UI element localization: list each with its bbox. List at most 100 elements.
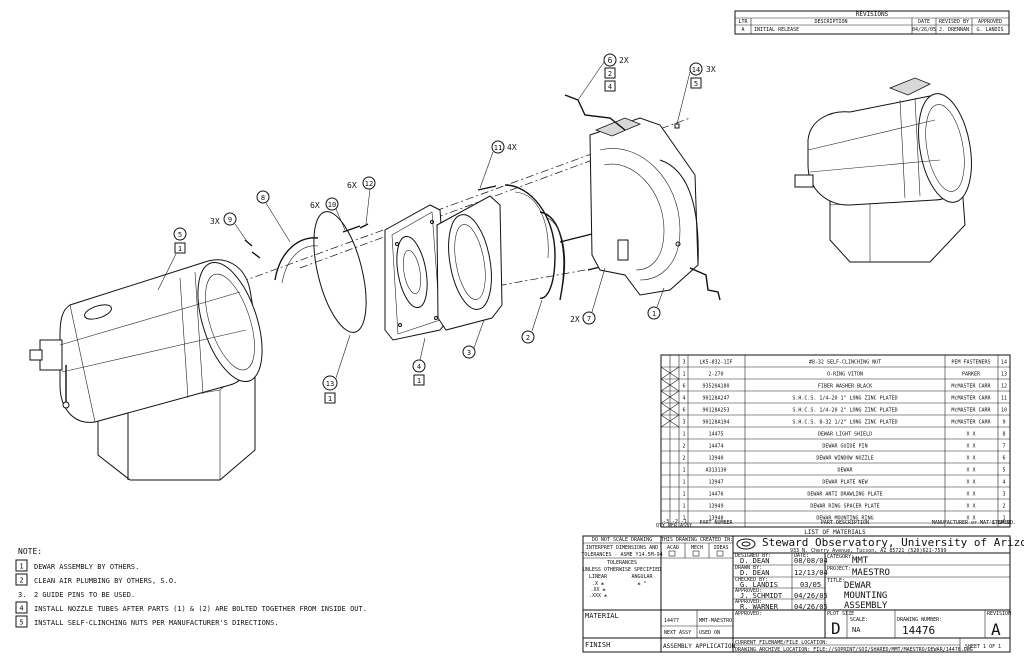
current-file-label: CURRENT FILENAME/FILE LOCATION: bbox=[735, 640, 828, 646]
svg-text:5: 5 bbox=[19, 619, 23, 627]
svg-text:1: 1 bbox=[417, 377, 421, 385]
bom-footer-desc: PART DESCRIPTION bbox=[821, 520, 869, 526]
rev-header-revised-by: REVISED BY bbox=[939, 19, 969, 25]
callout-14: 14 3X 5 bbox=[676, 62, 716, 125]
bom-cell-item: 7 bbox=[1002, 444, 1005, 450]
bom-cell-mfr: X X bbox=[966, 504, 975, 510]
svg-text:DEWAR ASSEMBLY BY OTHERS.: DEWAR ASSEMBLY BY OTHERS. bbox=[34, 563, 139, 571]
revisions-block: REVISIONS LTR DESCRIPTION DATE REVISED B… bbox=[734, 10, 1010, 35]
checked-by: G. LANDIS bbox=[740, 581, 778, 589]
category-label: CATEGORY: bbox=[827, 554, 854, 560]
scale: NA bbox=[852, 626, 861, 634]
screws-item-10 bbox=[342, 223, 369, 233]
bom-cell-desc: O-RING VITON bbox=[827, 372, 863, 378]
bom-x-marks bbox=[660, 366, 680, 428]
light-shield bbox=[274, 237, 319, 281]
svg-text:6X: 6X bbox=[310, 201, 320, 210]
svg-text:INSTALL SELF-CLINCHING NUTS PE: INSTALL SELF-CLINCHING NUTS PER MANUFACT… bbox=[34, 619, 278, 627]
rev-header-ltr: LTR bbox=[738, 19, 748, 25]
callout-12: 6X 12 bbox=[347, 176, 376, 225]
linear-label: LINEAR bbox=[589, 574, 608, 580]
rev-header-description: DESCRIPTION bbox=[814, 19, 847, 25]
bom-cell-item: 8 bbox=[1002, 432, 1005, 438]
approved-2-date: 04/26/05 bbox=[794, 603, 828, 611]
svg-text:13: 13 bbox=[326, 380, 334, 388]
svg-text:6: 6 bbox=[608, 56, 613, 65]
drawing-number: 14476 bbox=[902, 624, 935, 637]
bom-cell-qty: 1 bbox=[682, 468, 685, 474]
bom-cell-part: A313130 bbox=[705, 468, 726, 474]
svg-text:7: 7 bbox=[587, 315, 591, 323]
svg-text:CLEAN AIR PLUMBING BY OTHERS,: CLEAN AIR PLUMBING BY OTHERS, S.O. bbox=[34, 577, 177, 585]
bom-cell-part: 90128A253 bbox=[702, 408, 729, 414]
bom-cell-qty: 1 bbox=[682, 516, 685, 522]
next-assy-name: MMT-MAESTRO bbox=[699, 618, 732, 624]
rev-description: INITIAL RELEASE bbox=[754, 27, 799, 33]
rev-revised-by: J. DRENNAN bbox=[939, 27, 969, 33]
callout-6: 6 2X 2 4 bbox=[577, 53, 629, 101]
callout-8: 8 bbox=[256, 190, 291, 243]
bom-cell-desc: DEWAR bbox=[837, 468, 853, 474]
company-name: Steward Observatory, University of Arizo… bbox=[762, 536, 1024, 549]
designed-by-label: DESIGNED BY: bbox=[735, 553, 771, 559]
svg-text:11: 11 bbox=[494, 144, 502, 152]
bom-cell-part: 13947 bbox=[708, 480, 723, 486]
bom-cell-part: 13948 bbox=[708, 516, 723, 522]
svg-text:.XX ±: .XX ± bbox=[590, 587, 605, 593]
note-5: 5 INSTALL SELF-CLINCHING NUTS PER MANUFA… bbox=[15, 615, 278, 628]
designed-date: 08/08/04 bbox=[794, 557, 828, 565]
bom-cell-desc: DEWAR LIGHT SHIELD bbox=[818, 432, 872, 438]
bom-cell-part: LK5-832-1IF bbox=[699, 360, 732, 366]
bom-cell-qty: 1 bbox=[682, 480, 685, 486]
bom-cell-item: 2 bbox=[1002, 504, 1005, 510]
rev-approved: G. LANDIS bbox=[976, 27, 1003, 33]
revision: A bbox=[991, 620, 1001, 639]
bom-cell-part: 14474 bbox=[708, 444, 723, 450]
scale-label: SCALE: bbox=[850, 617, 868, 623]
screws-item-11 bbox=[477, 185, 497, 191]
project: MAESTRO bbox=[852, 568, 890, 578]
svg-text:3: 3 bbox=[467, 349, 471, 357]
approved-2: R. WARNER bbox=[740, 603, 779, 611]
bom-footer-part: PART NUMBER bbox=[699, 520, 733, 526]
bom-cell-part: 90128A247 bbox=[702, 396, 729, 402]
approved-3-label: APPROVED: bbox=[735, 611, 762, 617]
callout-13: 13 1 bbox=[322, 334, 351, 404]
bom-cell-desc: DEWAR ANTI DRAWLING PLATE bbox=[807, 492, 882, 498]
cad-acad: ACAD bbox=[667, 545, 679, 551]
bom-cell-item: 14 bbox=[1001, 360, 1007, 366]
cad-mech: MECH bbox=[691, 545, 703, 551]
bom-cell-item: 9 bbox=[1002, 420, 1005, 426]
bom-cell-item: 4 bbox=[1002, 480, 1005, 486]
svg-text:1: 1 bbox=[178, 245, 182, 253]
drawn-date: 12/13/04 bbox=[794, 569, 828, 577]
checked-date: 03/05 bbox=[800, 581, 821, 589]
bom-title: LIST OF MATERIALS bbox=[804, 529, 866, 536]
note-2: 2 CLEAN AIR PLUMBING BY OTHERS, S.O. bbox=[15, 573, 177, 586]
screws-item-9 bbox=[244, 239, 261, 259]
bom-cell-qty: 1 bbox=[682, 432, 685, 438]
svg-text:2 GUIDE PINS TO BE USED.: 2 GUIDE PINS TO BE USED. bbox=[34, 591, 135, 599]
svg-text:2: 2 bbox=[526, 334, 530, 342]
bom-cell-part: 93520A180 bbox=[702, 384, 729, 390]
svg-text:9: 9 bbox=[228, 216, 232, 224]
bom-cell-item: 1 bbox=[1002, 516, 1005, 522]
bom-cell-desc: S.H.C.S. 1/4-20 2" LONG ZINC PLATED bbox=[792, 408, 897, 414]
approved-1: J. SCHMIDT bbox=[740, 592, 783, 600]
nuts-item-14 bbox=[674, 123, 680, 129]
nozzle-tubes bbox=[564, 94, 721, 301]
bom-cell-part: 2-270 bbox=[708, 372, 723, 378]
bom-cell-mfr: X X bbox=[966, 516, 975, 522]
mounting-ring bbox=[589, 117, 699, 296]
checked-by-label: CHECKED BY: bbox=[735, 577, 768, 583]
drawn-by-label: DRAWN BY: bbox=[735, 565, 762, 571]
note-1: 1 DEWAR ASSEMBLY BY OTHERS. bbox=[15, 559, 139, 572]
callout-11: 11 4X bbox=[479, 140, 517, 189]
bom-cell-mfr: X X bbox=[966, 468, 975, 474]
svg-text:6X: 6X bbox=[347, 181, 357, 190]
svg-text:14: 14 bbox=[692, 66, 700, 74]
bom-cell-item: 12 bbox=[1001, 384, 1007, 390]
callout-2: 2 bbox=[521, 299, 543, 344]
svg-text:1: 1 bbox=[652, 310, 656, 318]
bom-footer-col-1: -1 bbox=[681, 519, 687, 525]
